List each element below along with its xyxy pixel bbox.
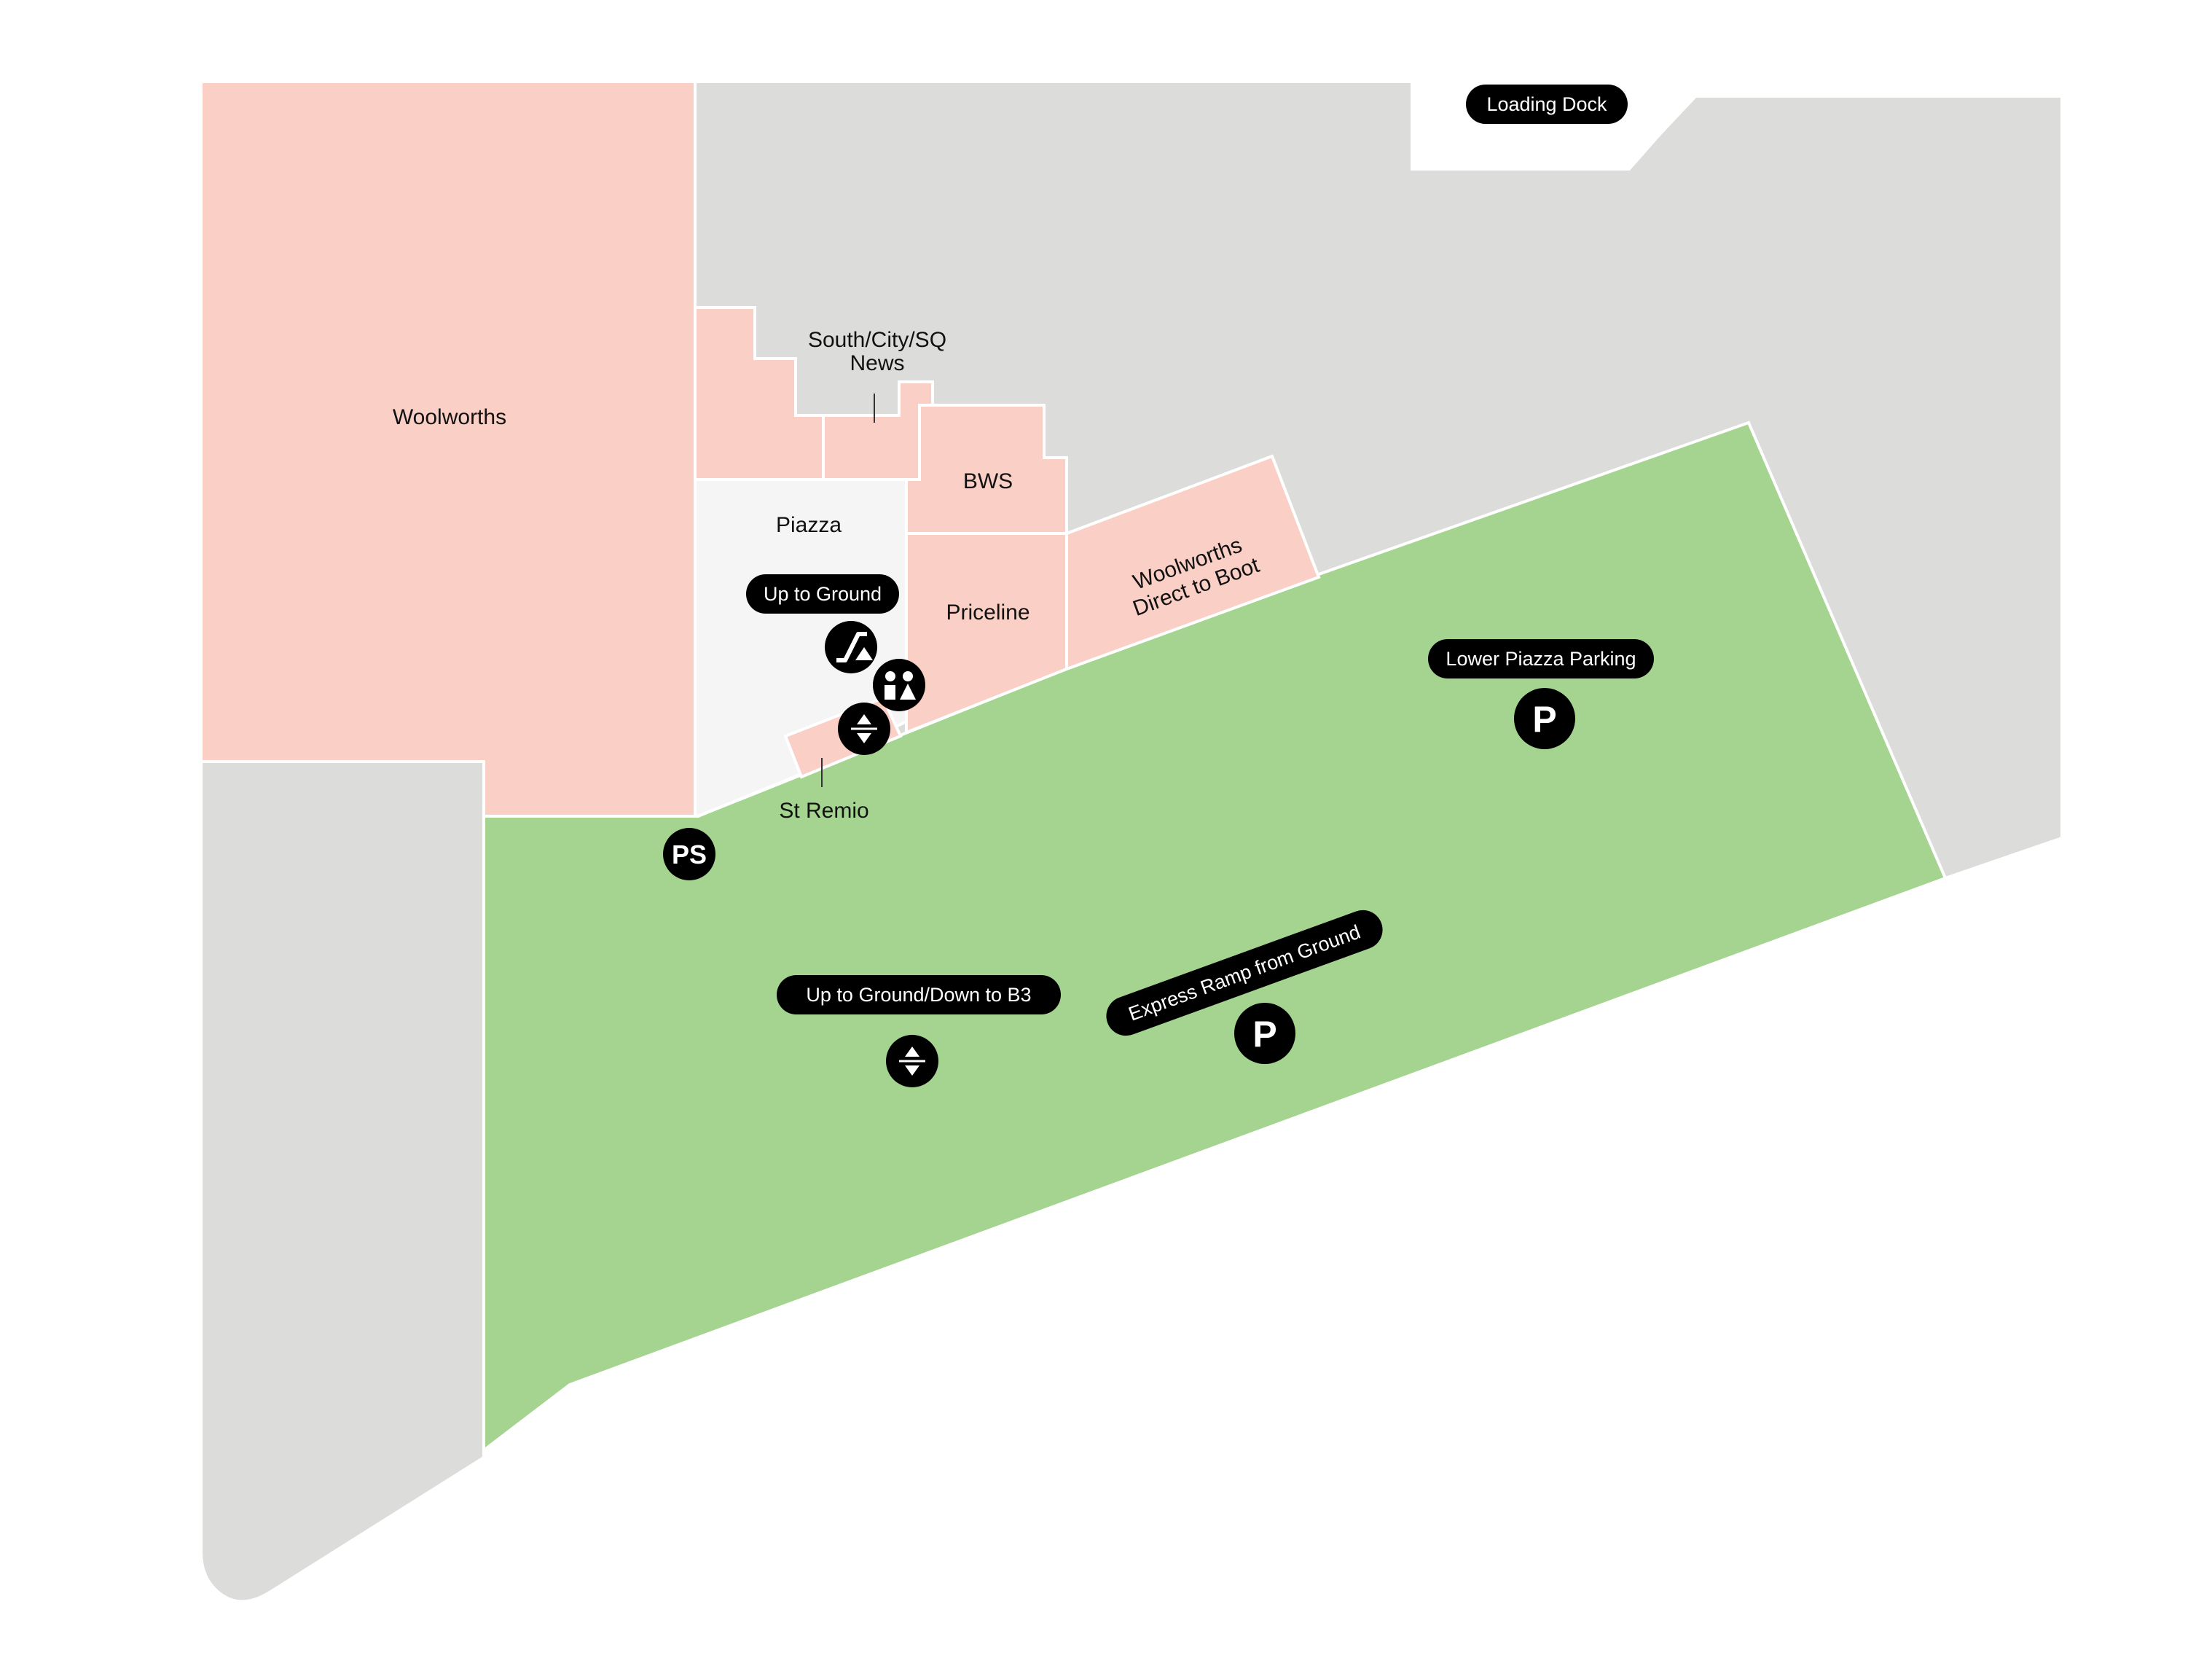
parking-services-icon-text: PS [672,840,707,869]
toilets-icon-body-left [885,685,895,700]
lift-icon-parking-down [905,1065,919,1076]
store-woolworths[interactable] [200,80,697,818]
pill-lower-piazza-parking-bg [1428,639,1654,678]
label-news-line2: News [850,351,904,375]
label-priceline: Priceline [946,601,1029,625]
parking-icon-express-ramp-bg [1234,1003,1295,1064]
pill-loading-dock-label: Loading Dock [1486,93,1607,115]
label-bws: BWS [963,469,1013,493]
parking-icon-lower-piazza[interactable]: P [1514,688,1575,749]
lift-icon-parking-up [905,1047,919,1057]
pill-up-to-ground[interactable]: Up to Ground [746,574,899,614]
toilets-icon[interactable] [873,659,925,711]
label-st-remio: St Remio [779,799,868,823]
escalator-icon-arrow [855,647,873,660]
toilets-icon-body-right [900,684,916,700]
pill-express-ramp-bg [1106,910,1383,1036]
pill-lower-piazza-parking[interactable]: Lower Piazza Parking [1428,639,1654,678]
toilets-icon-head-right [903,671,913,681]
pill-loading-dock-bg [1466,85,1628,124]
store-woolworths-direct-to-boot[interactable] [1065,454,1321,671]
stores [200,80,1321,818]
label-woolworths: Woolworths [393,405,506,429]
building-lower-left [200,760,485,1603]
lift-icon-parking[interactable] [886,1035,938,1087]
parking-icon-express-ramp[interactable]: P [1234,1003,1295,1064]
parking-icon-lower-piazza-text: P [1532,699,1556,740]
pill-up-ground-down-b3-bg [777,975,1061,1014]
parking-icon-express-ramp-text: P [1252,1014,1276,1055]
lift-icon-piazza-up [857,714,871,724]
label-piazza: Piazza [776,513,842,537]
parking-services-icon[interactable]: PS [663,828,715,880]
toilets-icon-bg [873,659,925,711]
escalator-icon[interactable] [825,621,877,673]
pill-up-to-ground-label: Up to Ground [764,583,882,605]
pill-up-ground-down-b3[interactable]: Up to Ground/Down to B3 [777,975,1061,1014]
pill-up-ground-down-b3-label: Up to Ground/Down to B3 [806,984,1031,1006]
toilets-icon-head-left [885,671,895,681]
label-news-line1: South/City/SQ [808,328,946,352]
pill-up-to-ground-bg [746,574,899,614]
lift-icon-piazza[interactable] [838,703,890,755]
pill-loading-dock[interactable]: Loading Dock [1466,85,1628,124]
lift-icon-piazza-down [857,733,871,743]
escalator-icon-glyph [836,632,867,662]
parking-icon-lower-piazza-bg [1514,688,1575,749]
pill-lower-piazza-parking-label: Lower Piazza Parking [1446,648,1636,670]
parking-services-icon-bg [663,828,715,880]
